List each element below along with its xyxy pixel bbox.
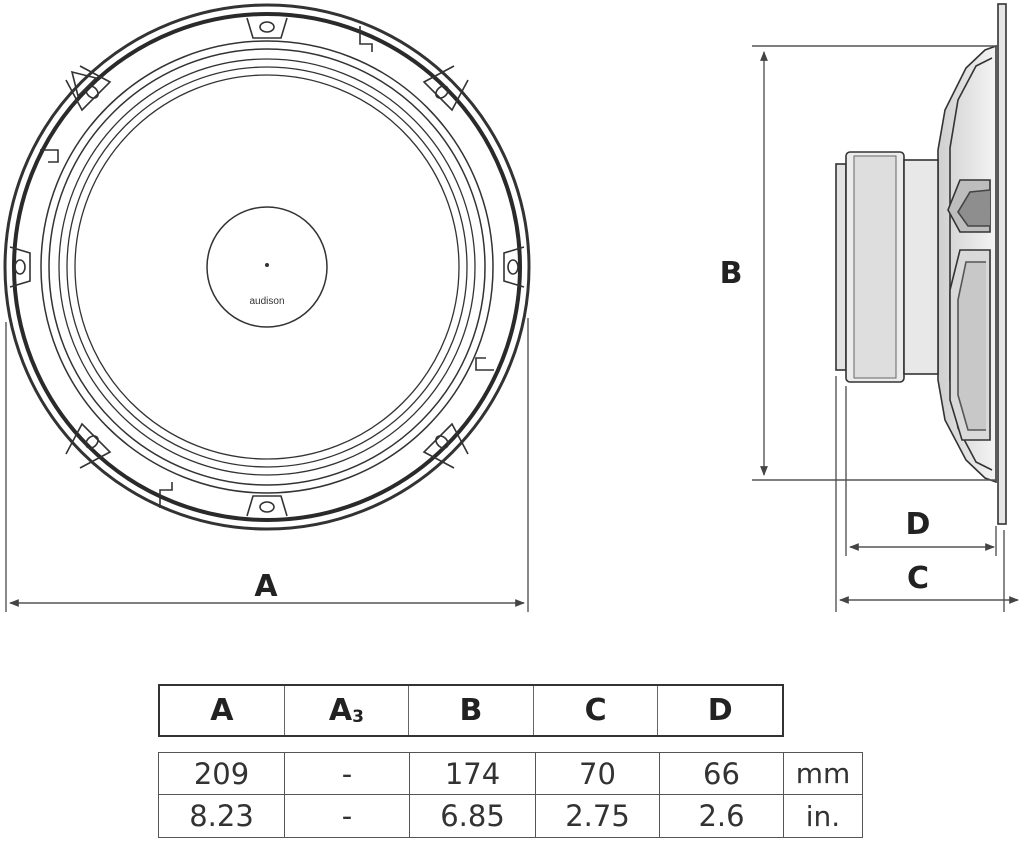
header-a3-subscript: 3 [352,706,364,727]
speaker-side-view [835,3,1007,525]
dimension-a-label: A [254,569,278,604]
dimension-c-d-lines [835,376,1019,612]
table-cell-mm-a3: - [285,752,410,795]
header-d-label: D [707,693,733,728]
dimension-b-label: B [720,256,743,291]
table-cell-mm-b: 174 [410,752,536,795]
speaker-front-view [3,3,531,531]
table-cell-in-b: 6.85 [410,795,536,838]
table-cell-in-a3: - [285,795,410,838]
dimension-a-line [5,318,529,612]
table-cell-in-d: 2.6 [660,795,784,838]
dimension-d-label: D [906,507,931,542]
header-b-label: B [459,693,483,728]
table-cell-in-a: 8.23 [158,795,285,838]
header-a-label: A [210,693,234,728]
header-cell-b: B [409,686,534,735]
table-cell-in-c: 2.75 [536,795,660,838]
table-cell-mm-c: 70 [536,752,660,795]
table-cell-unit-in: in. [784,795,863,838]
brand-label: audison [249,296,284,307]
header-cell-c: C [534,686,659,735]
dimensions-table-body: 209 - 174 70 66 mm 8.23 - 6.85 2.75 2.6 … [158,752,863,838]
header-cell-d: D [658,686,782,735]
table-cell-mm-a: 209 [158,752,285,795]
header-a3-label: A [328,693,353,728]
dimension-c-label: C [907,561,929,596]
header-cell-a: A [160,686,285,735]
speaker-technical-drawing: audison A B D C [3,3,1019,612]
table-cell-mm-d: 66 [660,752,784,795]
table-cell-unit-mm: mm [784,752,863,795]
header-c-label: C [584,693,607,728]
dimension-b-line [752,45,998,481]
